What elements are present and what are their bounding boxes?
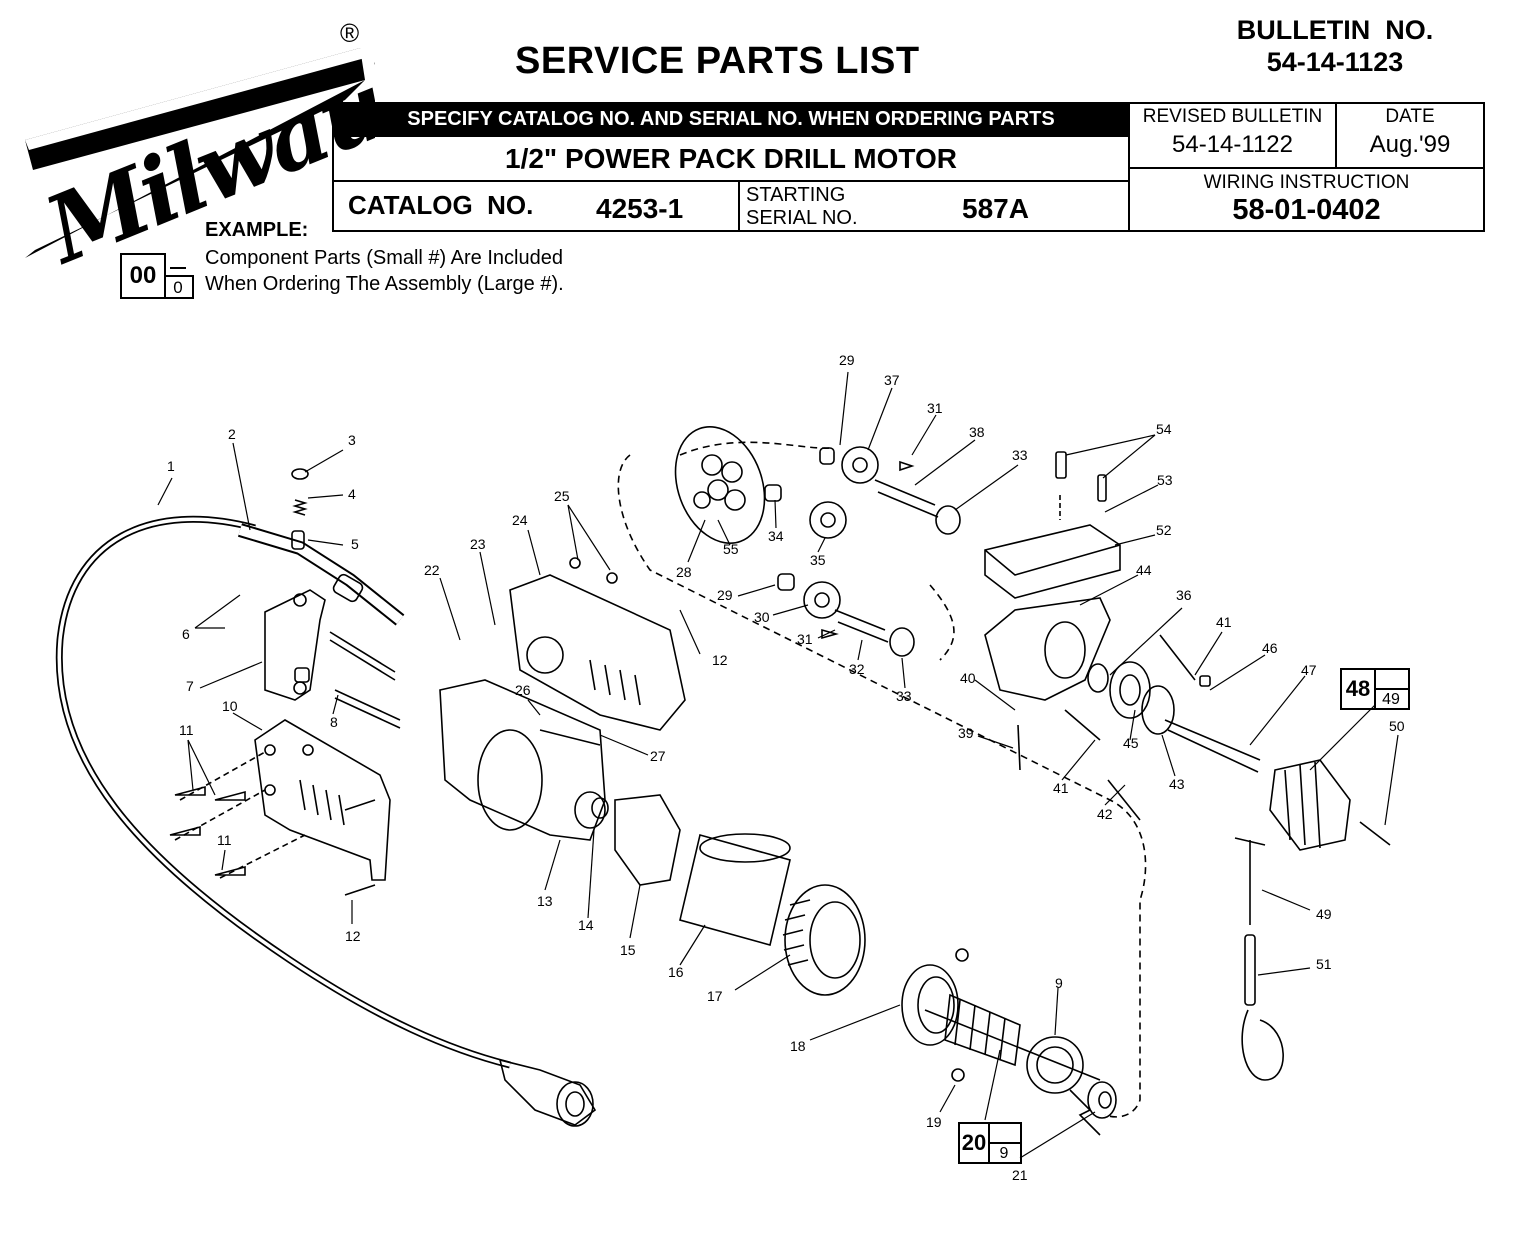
callout-2: 2 xyxy=(228,426,236,442)
callout-28: 28 xyxy=(676,564,692,580)
callout-29a: 29 xyxy=(839,352,855,368)
callout-43: 43 xyxy=(1169,776,1185,792)
callout-47: 47 xyxy=(1301,662,1317,678)
callout-32: 32 xyxy=(849,661,865,677)
example-assembly-box: 00 0 xyxy=(120,253,194,299)
callout-4: 4 xyxy=(348,486,356,502)
assembly-big-20: 20 xyxy=(958,1122,990,1164)
callout-5: 5 xyxy=(351,536,359,552)
starting-serial-label: STARTING SERIAL NO. xyxy=(746,184,858,230)
example-line-2: When Ordering The Assembly (Large #). xyxy=(205,273,564,295)
callout-23: 23 xyxy=(470,536,486,552)
callout-27: 27 xyxy=(650,748,666,764)
callout-41a: 41 xyxy=(1216,614,1232,630)
date-value: Aug.'99 xyxy=(1369,131,1451,158)
callout-37: 37 xyxy=(884,372,900,388)
assembly-big-48: 48 xyxy=(1340,668,1376,710)
callout-35: 35 xyxy=(810,552,826,568)
callout-21: 21 xyxy=(1012,1167,1028,1183)
callout-12b: 12 xyxy=(345,928,361,944)
callout-25: 25 xyxy=(554,488,570,504)
example-text: Component Parts (Small #) Are Included W… xyxy=(205,245,564,297)
callout-13: 13 xyxy=(537,893,553,909)
callout-31a: 31 xyxy=(927,400,943,416)
assembly-small-49: 49 xyxy=(1374,688,1410,710)
callout-33b: 33 xyxy=(896,688,912,704)
callout-44: 44 xyxy=(1136,562,1152,578)
serial-label: SERIAL NO. xyxy=(746,207,858,229)
callout-53: 53 xyxy=(1157,472,1173,488)
callout-54: 54 xyxy=(1156,421,1172,437)
callout-11b: 11 xyxy=(217,832,232,848)
callout-40: 40 xyxy=(960,670,976,686)
product-name: 1/2" POWER PACK DRILL MOTOR xyxy=(505,143,957,174)
starting-label: STARTING xyxy=(746,184,846,206)
wiring-label: WIRING INSTRUCTION xyxy=(1203,172,1410,193)
callout-16: 16 xyxy=(668,964,684,980)
callout-38: 38 xyxy=(969,424,985,440)
callout-52: 52 xyxy=(1156,522,1172,538)
example-label: EXAMPLE: xyxy=(205,219,309,241)
date-label: DATE xyxy=(1385,106,1435,127)
callout-11a: 11 xyxy=(179,722,194,738)
callout-12a: 12 xyxy=(712,652,728,668)
catalog-number: 4253-1 xyxy=(596,193,684,224)
callout-24: 24 xyxy=(512,512,528,528)
callout-31b: 31 xyxy=(797,631,813,647)
callout-41b: 41 xyxy=(1053,780,1069,796)
callout-33a: 33 xyxy=(1012,447,1028,463)
assembly-box-20: 20 9 xyxy=(958,1122,1024,1164)
example-line-1: Component Parts (Small #) Are Included xyxy=(205,247,563,269)
revised-value: 54-14-1122 xyxy=(1172,131,1293,158)
callout-39: 39 xyxy=(958,725,974,741)
wiring-value: 58-01-0402 xyxy=(1232,194,1381,226)
callout-29b: 29 xyxy=(717,587,733,603)
assembly-box-48: 48 49 xyxy=(1340,668,1412,710)
callout-36: 36 xyxy=(1176,587,1192,603)
catalog-label: CATALOG NO. xyxy=(348,190,534,220)
callout-19: 19 xyxy=(926,1114,942,1130)
milwaukee-logo: Milwaukee ® xyxy=(5,0,557,285)
callout-55: 55 xyxy=(723,541,739,557)
example-small-number: 0 xyxy=(164,275,194,299)
callout-6: 6 xyxy=(182,626,190,642)
callout-7: 7 xyxy=(186,678,194,694)
bulletin-label: BULLETIN NO. xyxy=(1236,15,1434,45)
callout-45: 45 xyxy=(1123,735,1139,751)
specify-banner: SPECIFY CATALOG NO. AND SERIAL NO. WHEN … xyxy=(334,104,1128,135)
callout-18: 18 xyxy=(790,1038,806,1054)
exploded-parts-diagram: 1 2 3 4 5 6 7 8 10 11 11 12 12 13 14 15 … xyxy=(0,330,1534,1229)
callout-51: 51 xyxy=(1316,956,1332,972)
callout-17: 17 xyxy=(707,988,723,1004)
assembly-small-9: 9 xyxy=(988,1142,1022,1164)
callout-10: 10 xyxy=(222,698,238,714)
callout-50: 50 xyxy=(1389,718,1405,734)
revised-label: REVISED BULLETIN xyxy=(1142,106,1323,127)
callout-9: 9 xyxy=(1055,975,1063,991)
callout-34: 34 xyxy=(768,528,784,544)
page-title: SERVICE PARTS LIST xyxy=(515,40,920,82)
callout-30: 30 xyxy=(754,609,770,625)
header-table xyxy=(332,102,1485,232)
callout-42: 42 xyxy=(1097,806,1113,822)
callout-22: 22 xyxy=(424,562,440,578)
bulletin-number: 54-14-1123 xyxy=(1266,47,1404,77)
serial-number: 587A xyxy=(962,193,1029,224)
callout-49: 49 xyxy=(1316,906,1332,922)
callout-14: 14 xyxy=(578,917,594,933)
callout-3: 3 xyxy=(348,432,356,448)
callout-26: 26 xyxy=(515,682,531,698)
registered-mark: ® xyxy=(340,18,360,48)
example-big-number: 00 xyxy=(120,253,166,299)
bulletin-block: BULLETIN NO. 54-14-1123 xyxy=(1210,14,1460,78)
callout-15: 15 xyxy=(620,942,636,958)
callout-8: 8 xyxy=(330,714,338,730)
callout-46: 46 xyxy=(1262,640,1278,656)
callout-1: 1 xyxy=(167,458,175,474)
